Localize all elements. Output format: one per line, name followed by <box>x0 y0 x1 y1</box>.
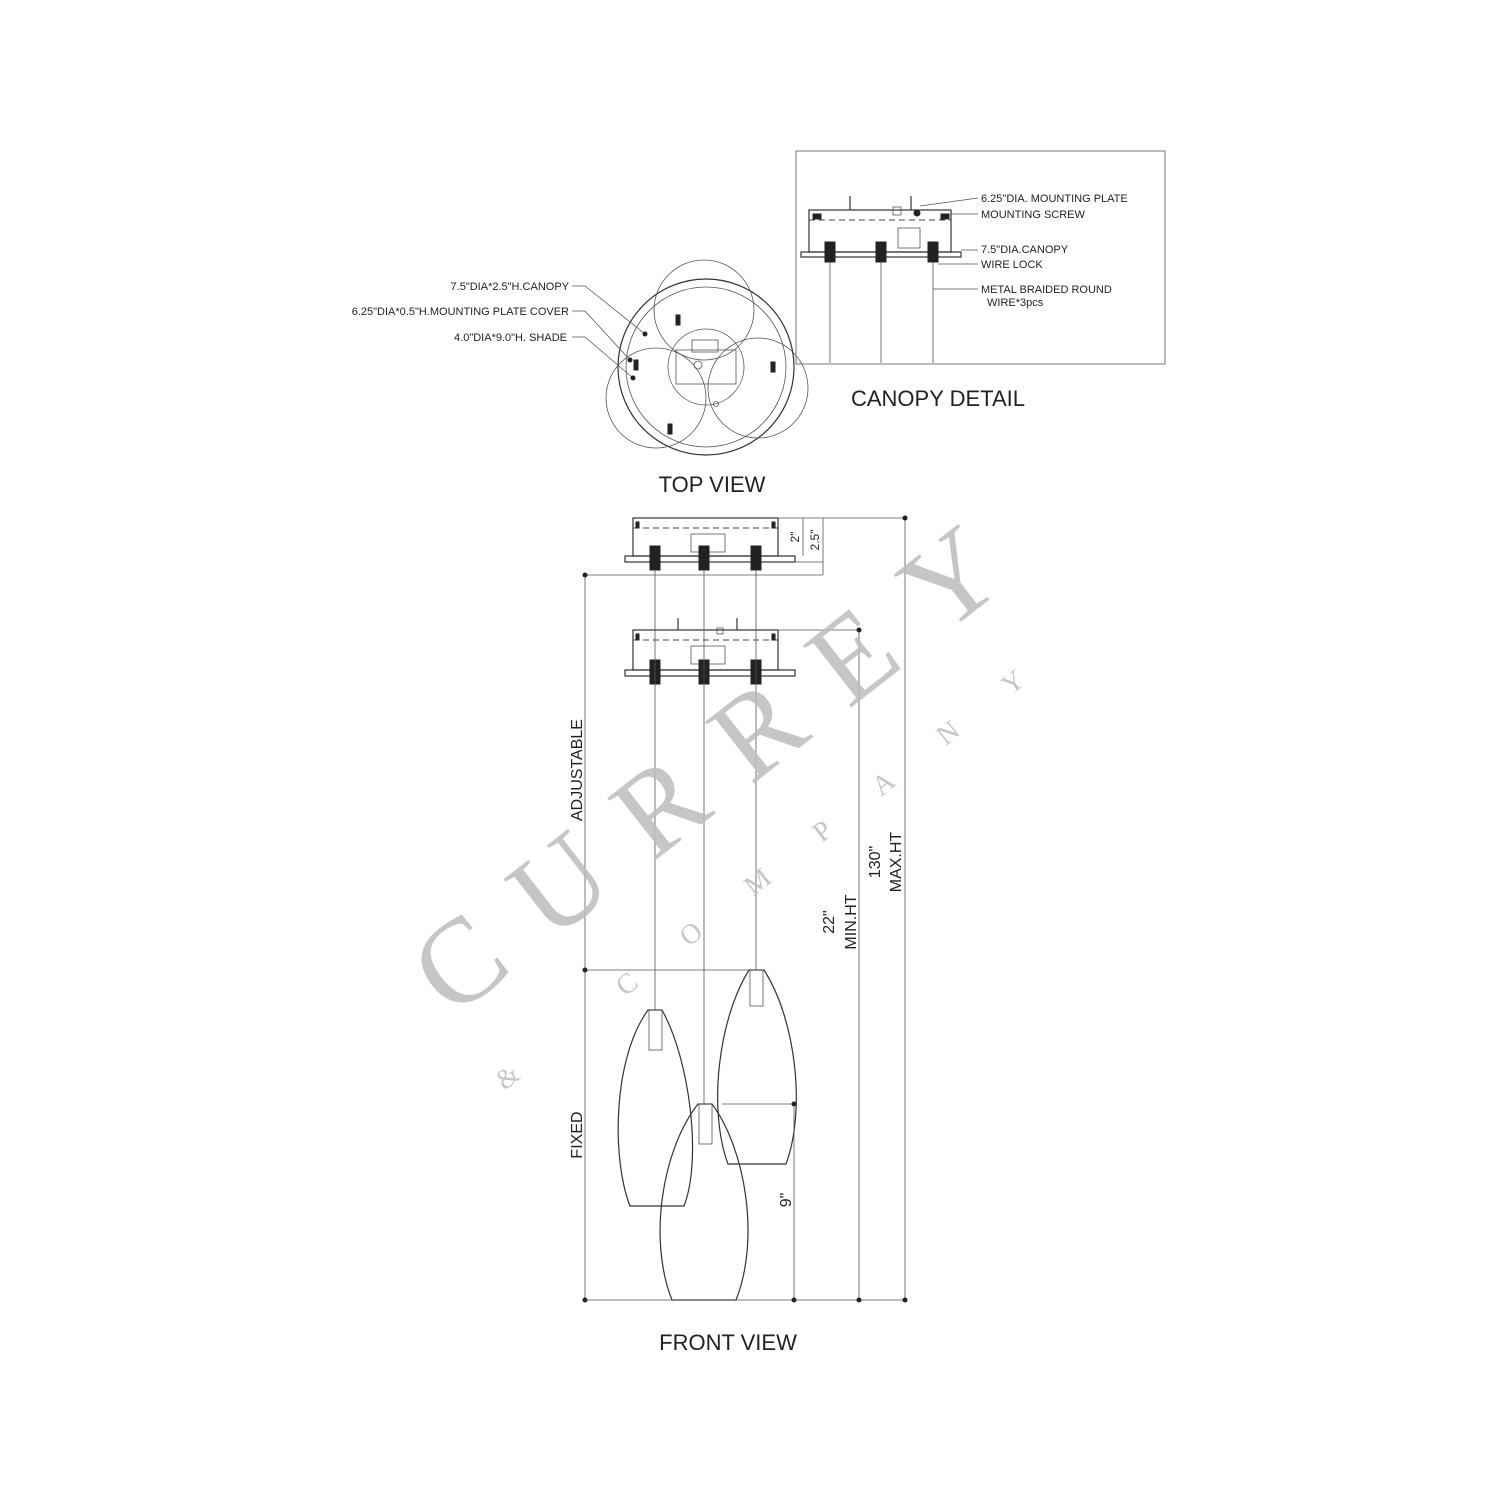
top-view-crossbar <box>675 349 737 385</box>
top-view-tab <box>633 359 639 371</box>
watermark-brand: CURREY <box>386 473 1059 1040</box>
callout-mounting-plate-cover: 6.25"DIA*0.5"H.MOUNTING PLATE COVER <box>352 306 569 318</box>
dim-tick <box>856 1297 862 1303</box>
dim-max-label: MAX.HT <box>888 832 905 893</box>
top-view-screw-hole <box>713 401 719 407</box>
top-view: 7.5"DIA*2.5"H.CANOPY 6.25"DIA*0.5"H.MOUN… <box>352 259 809 497</box>
dim-max-value: 130" <box>867 846 884 878</box>
dim-tick <box>856 627 862 633</box>
dim-tick <box>791 1101 797 1107</box>
front-lower-base <box>624 669 796 677</box>
leader-dot <box>642 331 648 337</box>
front-lower-tab <box>635 633 640 641</box>
dim-min-label: MIN.HT <box>843 894 860 949</box>
canopy-detail: 6.25"DIA. MOUNTING PLATE MOUNTING SCREW … <box>795 150 1166 411</box>
front-shade-right <box>717 969 797 1165</box>
callout-mounting-screw: MOUNTING SCREW <box>981 209 1086 221</box>
dim-tick <box>582 572 588 578</box>
top-view-tab <box>770 361 776 373</box>
dim-tick <box>902 515 908 521</box>
front-upper-tab <box>771 521 776 529</box>
callout-shade: 4.0"DIA*9.0"H. SHADE <box>454 332 567 344</box>
front-socket-center <box>698 1103 713 1145</box>
front-lower-screw-head <box>716 627 724 635</box>
dim-shade-height: 9" <box>778 1193 795 1208</box>
detail-screw-head <box>892 206 902 216</box>
top-view-hub-ring <box>667 328 745 406</box>
leader-mounting-plate <box>919 197 979 207</box>
top-view-shade-outline-top <box>653 259 755 361</box>
leader-dot <box>630 375 636 381</box>
detail-wire-lock <box>927 241 939 263</box>
front-view-title: FRONT VIEW <box>659 1330 797 1355</box>
detail-tab <box>812 213 822 220</box>
leader-shade <box>572 336 634 379</box>
detail-screw-dot <box>913 209 921 217</box>
top-view-screw <box>693 360 703 370</box>
front-upper-wire-lock <box>750 545 762 571</box>
dim-tick <box>902 1297 908 1303</box>
top-view-shade-outline-right <box>707 337 809 439</box>
front-shade-center <box>659 1103 749 1301</box>
front-socket-left <box>648 1009 663 1051</box>
callout-mounting-plate: 6.25"DIA. MOUNTING PLATE <box>981 193 1128 205</box>
detail-wire-lock <box>824 241 836 263</box>
front-upper-wire-lock <box>698 545 710 571</box>
detail-junction-box <box>897 227 921 249</box>
callout-wire-line1: METAL BRAIDED ROUND <box>981 284 1112 296</box>
top-view-tab <box>675 314 681 326</box>
top-view-junction <box>691 339 719 353</box>
callout-canopy-detail: 7.5"DIA.CANOPY <box>981 244 1069 256</box>
leader-canopy <box>572 285 646 335</box>
front-upper-tab <box>635 521 640 529</box>
front-lower-tab <box>771 633 776 641</box>
front-shade-left <box>617 1009 694 1207</box>
dim-tick <box>791 1297 797 1303</box>
dim-min-value: 22" <box>821 910 838 933</box>
top-view-canopy-outline <box>617 278 795 456</box>
detail-wire-lock <box>875 241 887 263</box>
front-view: 2" 2.5" ADJUSTABLE FIXED 9" 22" MIN.HT 1… <box>569 515 908 1355</box>
front-upper-base <box>624 555 796 563</box>
dim-plate-height: 2" <box>788 532 802 543</box>
detail-tab <box>940 213 950 220</box>
leader-plate-cover <box>572 310 631 361</box>
dim-tick <box>582 967 588 973</box>
callout-wire-lock: WIRE LOCK <box>981 259 1043 271</box>
dim-adjustable: ADJUSTABLE <box>569 719 586 821</box>
canopy-detail-frame <box>795 150 1166 365</box>
top-view-title: TOP VIEW <box>659 472 766 497</box>
leader-dot <box>627 357 633 363</box>
dim-fixed: FIXED <box>569 1111 586 1158</box>
front-socket-right <box>749 969 764 1007</box>
callout-canopy: 7.5"DIA*2.5"H.CANOPY <box>451 281 570 293</box>
top-view-mounting-plate-cover <box>625 286 787 448</box>
top-view-shade-outline-left <box>605 347 707 449</box>
callout-wire-line2: WIRE*3pcs <box>987 297 1044 309</box>
front-upper-wire-lock <box>649 545 661 571</box>
canopy-detail-title: CANOPY DETAIL <box>851 386 1025 411</box>
dim-canopy-height: 2.5" <box>808 530 822 551</box>
top-view-tab <box>667 423 673 435</box>
